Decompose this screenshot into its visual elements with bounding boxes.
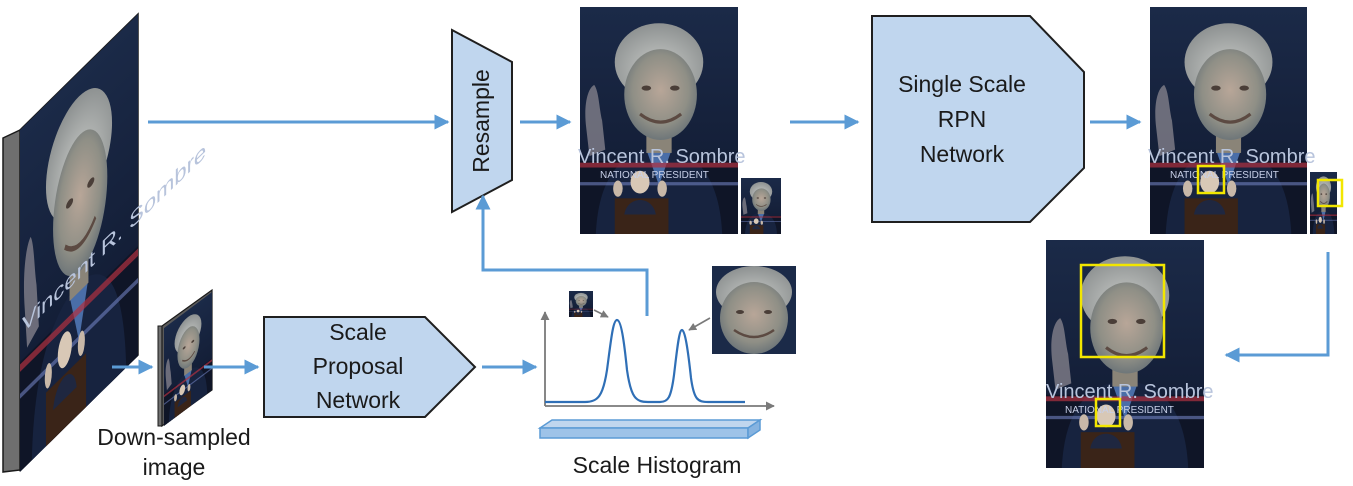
input-image-stack: Vincent R. Sombre	[2, 12, 206, 473]
arrow-output-to-final	[1224, 252, 1330, 363]
arrow-histogram-to-resample	[475, 194, 649, 316]
downsampled-label-line2: image	[143, 454, 206, 480]
detection-image: Vincent R. Sombre NATIONAL PRESIDENT	[1148, 7, 1316, 234]
large-face-pointer	[688, 317, 711, 331]
detection-box-small-face	[1196, 164, 1226, 195]
resampled-image: Vincent R. Sombre NATIONAL PRESIDENT	[578, 7, 746, 234]
resampled-overlay-subtitle: NATIONAL PRESIDENT	[600, 170, 709, 181]
downsampled-image	[157, 288, 213, 428]
resampled-overlay-name: Vincent R. Sombre	[578, 146, 746, 168]
rpn-label-line2: RPN	[938, 106, 987, 132]
resampled-small-image	[741, 178, 781, 234]
scale-proposal-network-line3: Network	[316, 387, 401, 413]
detection-small-image	[1310, 172, 1344, 234]
resample-label: Resample	[468, 69, 494, 173]
rpn-label-line1: Single Scale	[898, 71, 1026, 97]
resample-box	[451, 28, 513, 214]
scale-histogram	[537, 311, 775, 440]
detection-box-small-face-final	[1094, 397, 1122, 428]
detection-overlay-name: Vincent R. Sombre	[1148, 146, 1316, 168]
small-face-thumbnail	[569, 291, 593, 317]
flow-arrows	[112, 114, 1330, 375]
histogram-curve	[545, 318, 745, 404]
rpn-label-line3: Network	[920, 141, 1005, 167]
scale-histogram-label: Scale Histogram	[573, 452, 742, 478]
final-output-image: Vincent R. Sombre NATIONAL PRESIDENT	[1046, 240, 1214, 468]
scale-proposal-network-line1: Scale	[329, 319, 387, 345]
scale-proposal-network-line2: Proposal	[313, 353, 404, 379]
small-face-pointer	[593, 309, 609, 318]
large-face-thumbnail	[712, 266, 796, 354]
scale-proposal-network-box	[263, 316, 477, 418]
downsampled-label-line1: Down-sampled	[97, 424, 250, 450]
detection-box-large-face	[1079, 263, 1166, 359]
single-scale-rpn-box	[871, 15, 1085, 223]
final-overlay-name: Vincent R. Sombre	[1046, 381, 1214, 403]
